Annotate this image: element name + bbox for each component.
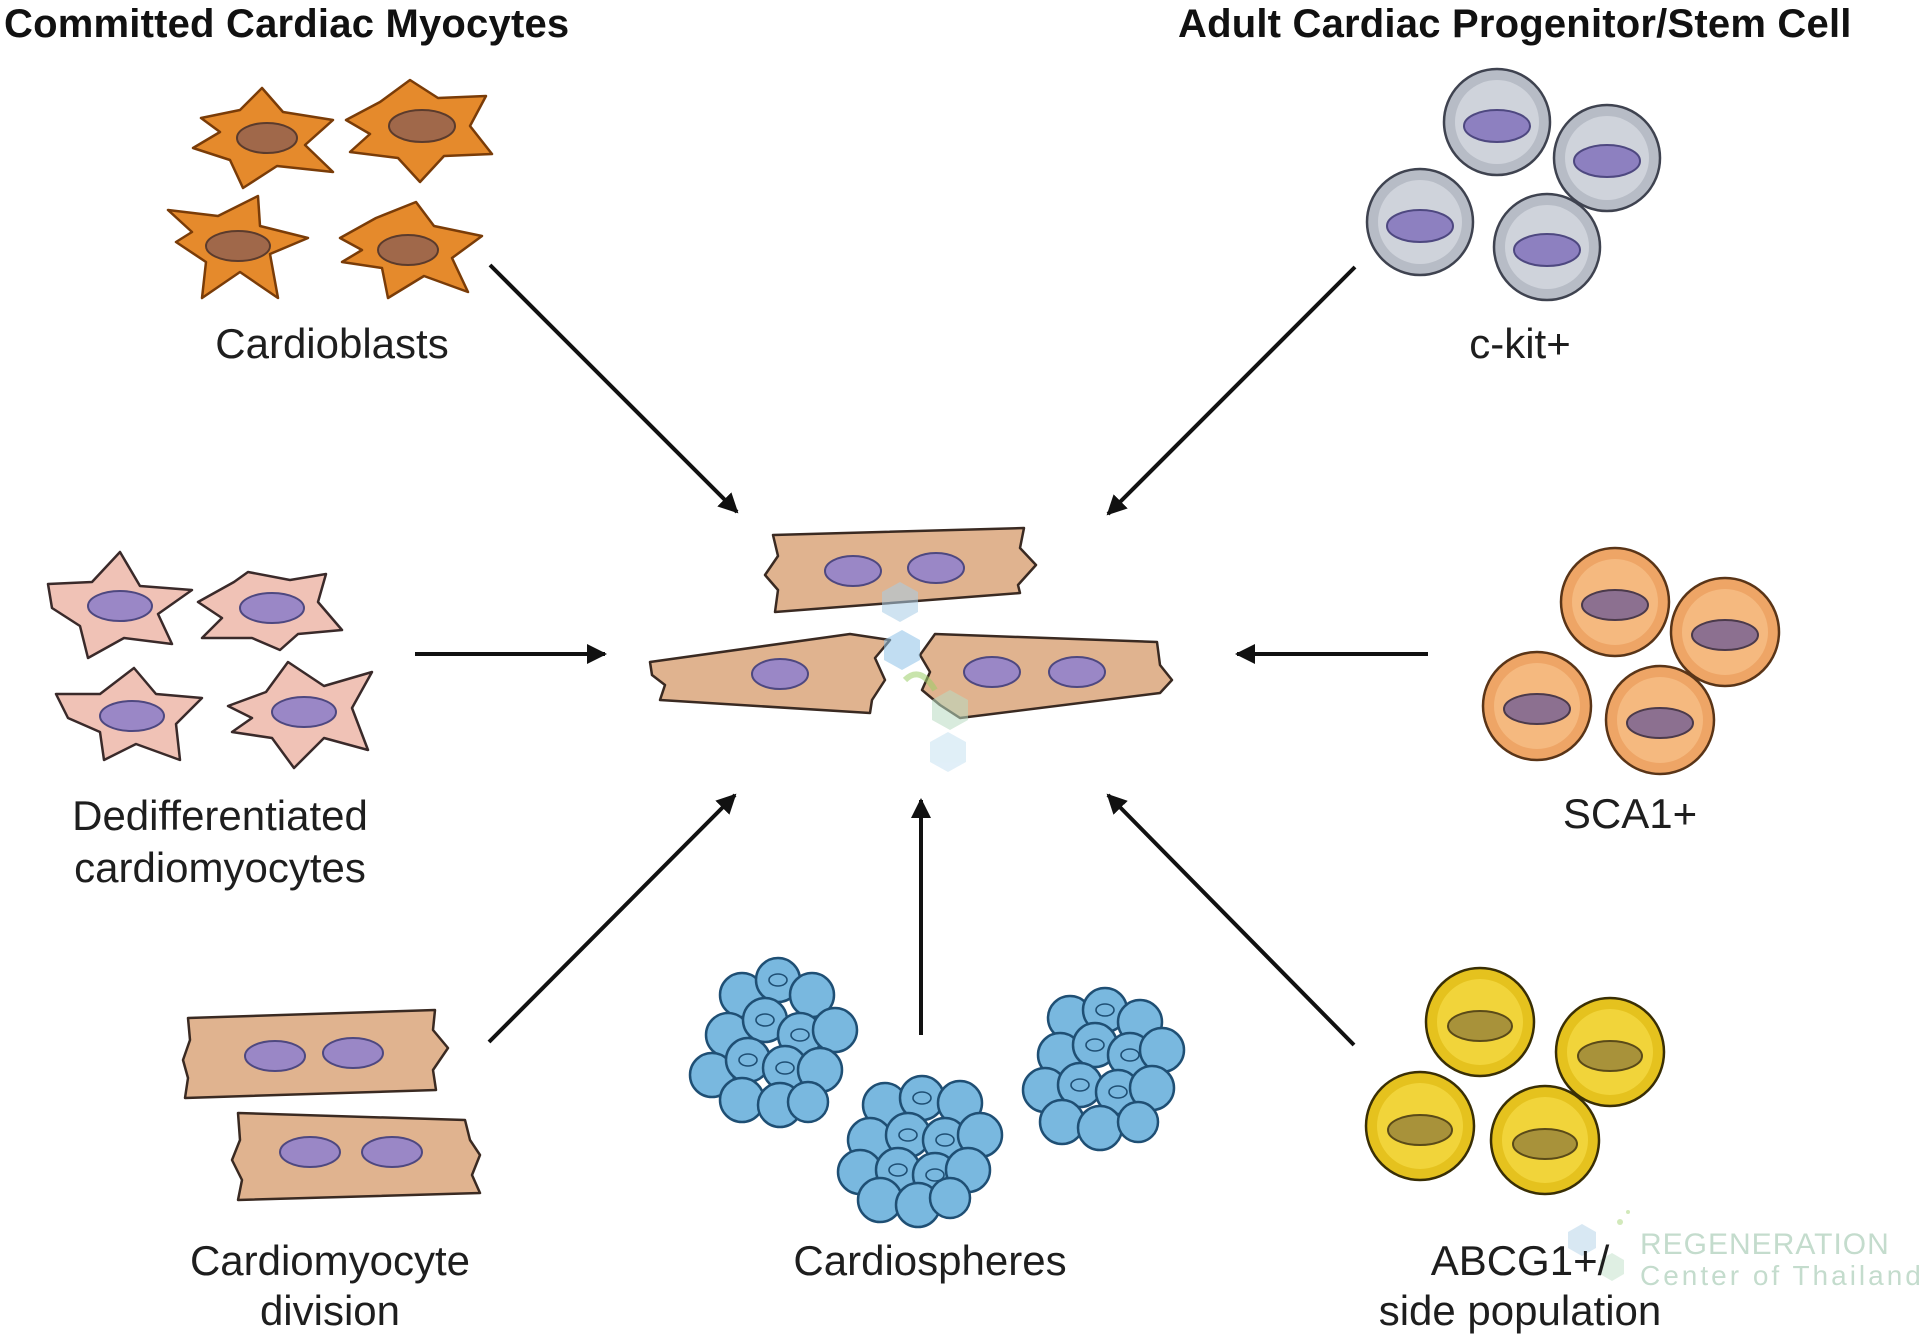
ckit-cell xyxy=(1492,192,1602,302)
dedifferentiated-cells xyxy=(46,550,374,770)
label-division-line1: Cardiomyocyte xyxy=(189,1237,471,1284)
watermark-center-logo xyxy=(882,582,968,772)
label-division-line2: division xyxy=(259,1287,401,1334)
dedifferentiated-cell xyxy=(46,550,194,660)
center-cardiomyocytes xyxy=(648,526,1174,772)
label-cardioblasts: Cardioblasts xyxy=(215,320,449,367)
sca1-cells xyxy=(1481,546,1781,776)
abcg-cell xyxy=(1424,966,1536,1078)
abcg-cell xyxy=(1489,1084,1601,1196)
label-dedifferentiated-line1: Dedifferentiated xyxy=(72,792,368,839)
center-myocyte-right xyxy=(918,632,1174,720)
arrow-cardioblasts xyxy=(488,263,739,514)
label-cardiospheres: Cardiospheres xyxy=(793,1237,1067,1284)
ckit-cell xyxy=(1442,67,1552,177)
ckit-cell xyxy=(1365,167,1475,277)
arrow-division xyxy=(487,793,737,1044)
division-myocyte xyxy=(181,1008,450,1100)
heading-adult-progenitor-stem-cell: Adult Cardiac Progenitor/Stem Cell xyxy=(1178,2,1852,46)
watermark-title: REGENERATION xyxy=(1640,1228,1890,1261)
cardiosphere-cluster xyxy=(1021,986,1186,1152)
cardioblast-cell xyxy=(344,78,494,184)
dedifferentiated-cell xyxy=(196,570,344,652)
arrows xyxy=(415,263,1428,1047)
cardiosphere-cluster xyxy=(688,956,859,1129)
division-myocyte xyxy=(230,1111,482,1202)
ckit-cells xyxy=(1365,67,1662,302)
cardioblast-cell xyxy=(338,200,484,300)
label-dedifferentiated-line2: cardiomyocytes xyxy=(74,844,366,891)
watermark-subtitle: Center of Thailand xyxy=(1640,1260,1920,1291)
center-myocyte-left xyxy=(648,632,892,715)
sca1-cell xyxy=(1669,576,1781,688)
cardioblast-cell xyxy=(166,194,310,300)
watermark-logo-icon xyxy=(1568,1210,1630,1281)
dedifferentiated-cell xyxy=(54,666,204,762)
cardiosphere-nuclei xyxy=(738,973,1140,1182)
label-abcg-line1: ABCG1+/ xyxy=(1430,1237,1610,1284)
cardioblast-cells xyxy=(166,78,494,300)
division-cells xyxy=(181,1008,482,1202)
ckit-cell xyxy=(1552,103,1662,213)
sca1-cell xyxy=(1559,546,1671,658)
abcg-cells xyxy=(1364,966,1666,1196)
heading-committed-cardiac-myocytes: Committed Cardiac Myocytes xyxy=(4,2,570,46)
abcg-cell xyxy=(1554,996,1666,1108)
cardiosphere-cluster xyxy=(836,1074,1004,1229)
center-myocyte-top xyxy=(763,526,1038,614)
label-abcg-line2: side population xyxy=(1378,1287,1662,1334)
sca1-cell xyxy=(1604,664,1716,776)
sca1-cell xyxy=(1481,650,1593,762)
label-sca1: SCA1+ xyxy=(1562,790,1698,837)
label-ckit: c-kit+ xyxy=(1469,320,1571,367)
cardiospheres xyxy=(688,956,1186,1229)
abcg-cell xyxy=(1364,1070,1476,1182)
arrow-ckit xyxy=(1106,265,1357,516)
dedifferentiated-cell xyxy=(226,660,374,770)
arrow-abcg xyxy=(1106,793,1356,1047)
cardioblast-cell xyxy=(191,86,335,190)
